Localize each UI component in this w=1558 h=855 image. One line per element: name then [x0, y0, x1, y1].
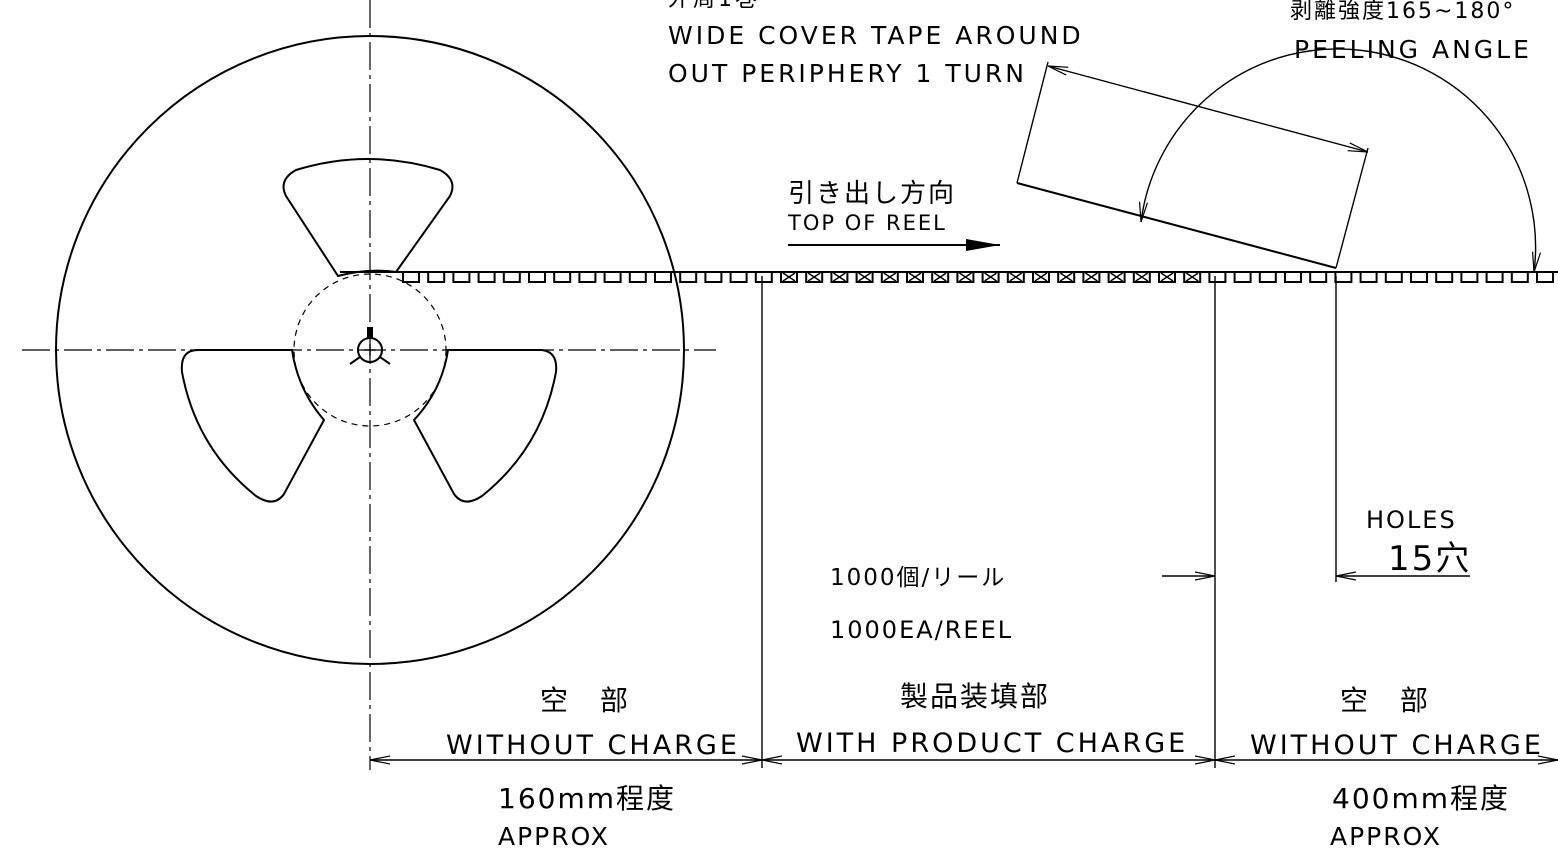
holes-jp-label: 15穴: [1388, 539, 1471, 579]
tape-pocket: [528, 272, 546, 283]
tape-pocket: [704, 272, 723, 283]
carrier-tape: [340, 271, 1558, 283]
tape-component: [1059, 272, 1073, 282]
tape-pocket: [1460, 272, 1479, 283]
tape-pocket: [1032, 272, 1050, 283]
tape-pocket: [780, 272, 798, 283]
tape-pocket: [754, 272, 773, 283]
zone-mid-jp-label: 製品装填部: [900, 680, 1050, 713]
tape-pocket: [931, 272, 950, 283]
peel-angle-en-label: PEELING ANGLE: [1294, 35, 1532, 64]
tape-pocket: [1258, 272, 1277, 283]
tape-pocket: [578, 272, 597, 283]
tape-pocket: [628, 272, 647, 283]
tape-component: [883, 272, 897, 282]
reel: [22, 0, 716, 770]
tape-pocket: [553, 272, 572, 283]
zone-left-jp-label: 空 部: [540, 684, 630, 717]
zone-boundaries: [761, 276, 1337, 768]
tape-pocket: [729, 272, 748, 283]
tape-component: [1009, 272, 1023, 282]
tape-pocket: [1158, 272, 1176, 283]
zone-right-en-label: WITHOUT CHARGE: [1250, 730, 1544, 761]
tape-pocket: [880, 272, 899, 283]
tape-pocket: [1334, 272, 1353, 283]
reel-window-left: [180, 349, 326, 503]
tape-pocket: [1410, 272, 1428, 283]
direction-jp-label: 引き出し方向: [788, 179, 956, 209]
tape-pocket: [981, 272, 1000, 283]
reel-window-top: [282, 158, 454, 278]
holes-en-label: HOLES: [1366, 506, 1457, 534]
cover-tape-line: [1016, 182, 1337, 269]
tape-pocket: [855, 272, 874, 283]
tape-pocket: [1233, 272, 1252, 283]
cover-tape-en-label-2: OUT PERIPHERY 1 TURN: [668, 59, 1027, 88]
tape-pocket: [956, 272, 975, 283]
tape-component: [1110, 272, 1123, 282]
dim-right-en-label: APPROX: [1330, 822, 1442, 851]
tape-pocket: [1284, 272, 1302, 283]
direction-en-label: TOP OF REEL: [787, 211, 947, 235]
tape-component: [833, 272, 846, 282]
tape-component: [1135, 272, 1149, 282]
cover-tape-jp-label: 外周1巻: [668, 0, 760, 12]
tape-pocket: [830, 272, 849, 283]
dim-left-en-label: APPROX: [498, 822, 610, 851]
tape-pocket: [1485, 272, 1504, 283]
count-en-label: 1000EA/REEL: [830, 616, 1013, 644]
dim-left-jp-label: 160mm程度: [498, 782, 676, 815]
tape-pocket: [1006, 272, 1025, 283]
tape-component: [1034, 272, 1048, 282]
tape-component: [1185, 272, 1199, 282]
tape-component: [858, 272, 871, 282]
zone-mid-en-label: WITH PRODUCT CHARGE: [796, 728, 1188, 759]
tape-pocket: [1082, 272, 1101, 283]
reel-window-right: [412, 349, 558, 503]
tape-component: [908, 272, 922, 282]
tape-pocket: [1107, 272, 1126, 283]
cover-tape-dimension: [1048, 65, 1368, 153]
peel-strength-jp-label: 剥離強度165~180°: [1290, 0, 1515, 24]
tape-pocket: [654, 272, 672, 283]
tape-pocket: [1057, 272, 1076, 283]
tape-pocket: [1208, 272, 1227, 283]
tape-component: [984, 272, 997, 282]
tape-component: [807, 272, 821, 282]
tape-component: [959, 272, 972, 282]
tape-component: [933, 272, 947, 282]
tape-pocket: [1536, 272, 1554, 283]
tape-pocket: [679, 272, 698, 283]
tape-pocket: [906, 272, 924, 283]
peeling-angle-arc: [1141, 48, 1536, 272]
tape-pocket: [1384, 272, 1403, 283]
tape-pocket: [1510, 272, 1529, 283]
tape-pocket: [805, 272, 824, 283]
tape-pocket: [1183, 272, 1202, 283]
reel-hub-mark: [349, 327, 391, 365]
tape-pocket: [1132, 272, 1151, 283]
tape-pocket: [1359, 272, 1378, 283]
cover-tape-en-label-1: WIDE COVER TAPE AROUND: [668, 21, 1084, 50]
tape-pocket: [477, 272, 496, 283]
tape-pocket: [427, 272, 446, 283]
tape-component: [1085, 272, 1098, 282]
tape-pocket: [402, 272, 420, 283]
tape-pocket: [603, 272, 622, 283]
tape-component: [782, 272, 796, 282]
tape-pocket: [1435, 272, 1454, 283]
cover-tape-peel: [1016, 48, 1536, 272]
tape-pockets: [402, 272, 1554, 283]
tape-pocket: [452, 272, 471, 283]
tape-component: [1160, 272, 1174, 282]
zone-right-jp-label: 空 部: [1340, 684, 1430, 717]
dim-right-jp-label: 400mm程度: [1332, 782, 1510, 815]
count-jp-label: 1000個/リール: [830, 565, 1006, 591]
tape-pocket: [1309, 272, 1328, 283]
tape-pocket: [502, 272, 521, 283]
zone-left-en-label: WITHOUT CHARGE: [446, 730, 740, 761]
